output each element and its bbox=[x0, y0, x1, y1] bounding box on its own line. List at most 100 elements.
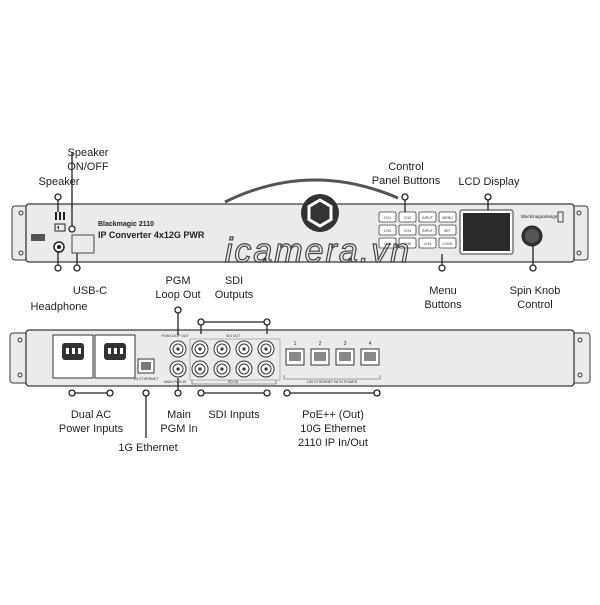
poe-ports: 1 2 3 4 bbox=[285, 341, 380, 366]
sdi-output-connector[interactable] bbox=[191, 340, 209, 358]
poe-port-number: 4 bbox=[369, 341, 372, 347]
sdi-out-caption: SDI OUT bbox=[226, 334, 241, 338]
callout-marker-speaker-onoff bbox=[68, 225, 76, 233]
callout-marker-speaker bbox=[54, 193, 62, 201]
panel-button[interactable]: CH3 bbox=[378, 224, 397, 236]
sdi-output-connector[interactable] bbox=[169, 340, 187, 358]
hexagon-logo-mark bbox=[307, 198, 333, 228]
callout-marker-poe-right bbox=[373, 389, 381, 397]
callout-marker-sdi-outputs-left bbox=[197, 318, 205, 326]
panel-button[interactable]: CH5 bbox=[378, 237, 397, 249]
sdi-output-connector[interactable] bbox=[213, 340, 231, 358]
pgm-out-caption: PGM LOOP OUT bbox=[162, 334, 190, 338]
usb-c-port[interactable] bbox=[71, 234, 95, 254]
speaker-icon bbox=[57, 225, 59, 230]
headphone-jack-center bbox=[57, 245, 61, 249]
brand-text: Blackmagic 2110 bbox=[98, 221, 154, 228]
label-spin-knob-control: Spin Knob Control bbox=[509, 285, 561, 311]
front-left-screw-icon bbox=[18, 250, 24, 256]
label-speaker-onoff: Speaker ON/OFF bbox=[67, 147, 109, 173]
panel-button[interactable]: CH6 bbox=[398, 237, 417, 249]
callout-marker-poe-left bbox=[283, 389, 291, 397]
poe-port-number: 2 bbox=[319, 341, 322, 347]
panel-button[interactable]: LOOK bbox=[438, 237, 457, 249]
model-text: IP Converter 4x12G PWR bbox=[98, 230, 205, 240]
panel-button[interactable]: INPUT bbox=[418, 224, 437, 236]
front-panel: Blackmagic 2110 IP Converter 4x12G PWR C… bbox=[11, 203, 589, 263]
label-control-panel-buttons: Control Panel Buttons bbox=[371, 161, 441, 187]
panel-button[interactable]: CH4 bbox=[398, 224, 417, 236]
speaker-toggle-button[interactable] bbox=[54, 223, 66, 232]
callout-marker-menu-buttons bbox=[438, 264, 446, 272]
smpte-badge bbox=[31, 234, 45, 241]
poe-bracket bbox=[283, 375, 381, 380]
sdi-input-connector[interactable] bbox=[257, 360, 275, 378]
callout-marker-main-pgm-in bbox=[174, 389, 182, 397]
panel-button-label: LOOK bbox=[443, 242, 454, 246]
callout-marker-sdi-outputs-right bbox=[263, 318, 271, 326]
sdi-input-connector[interactable] bbox=[169, 360, 187, 378]
callout-marker-control-buttons bbox=[401, 193, 409, 201]
front-right-screw-icon bbox=[576, 210, 582, 216]
callout-marker-sdi-inputs-right bbox=[263, 389, 271, 397]
panel-button[interactable]: SET bbox=[438, 224, 457, 236]
callout-marker-ethernet bbox=[142, 389, 150, 397]
callout-markers bbox=[54, 152, 537, 438]
rear-screw-icon bbox=[17, 337, 23, 343]
panel-button[interactable]: INPUT bbox=[418, 211, 437, 223]
panel-button[interactable]: CH2 bbox=[398, 211, 417, 223]
poe-port-number: 3 bbox=[344, 341, 347, 347]
poe-port[interactable] bbox=[285, 348, 305, 366]
sdi-input-connector[interactable] bbox=[191, 360, 209, 378]
rear-screw-icon bbox=[17, 372, 23, 378]
callout-marker-spin-knob bbox=[529, 264, 537, 272]
poe-port[interactable] bbox=[335, 348, 355, 366]
poe-port[interactable] bbox=[360, 348, 380, 366]
poe-port-number: 1 bbox=[294, 341, 297, 347]
watermark-text: icamera.vn bbox=[225, 232, 411, 270]
callout-marker-ac-left bbox=[68, 389, 76, 397]
sdi-input-connector[interactable] bbox=[235, 360, 253, 378]
hexagon-logo-icon bbox=[301, 194, 339, 232]
sdi-connectors bbox=[169, 338, 281, 381]
label-lcd-display: LCD Display bbox=[458, 176, 520, 188]
callout-marker-usb-c bbox=[73, 264, 81, 272]
panel-button-label: CH5 bbox=[384, 242, 391, 246]
front-status-indicator bbox=[557, 211, 564, 223]
label-poe-ethernet: PoE++ (Out) 10G Ethernet 2110 IP In/Out bbox=[298, 409, 368, 449]
front-right-screw-icon bbox=[576, 250, 582, 256]
label-sdi-inputs: SDI Inputs bbox=[208, 409, 260, 421]
poe-caption: 10G ETHERNET WITH POWER bbox=[307, 380, 358, 384]
label-menu-buttons: Menu Buttons bbox=[424, 285, 462, 311]
front-chassis bbox=[25, 203, 575, 263]
label-1g-ethernet: 1G Ethernet bbox=[118, 442, 178, 454]
panel-button-label: SET bbox=[444, 229, 452, 233]
spin-knob-inner bbox=[525, 229, 539, 243]
small-brand-logo: Blackmagicdesign bbox=[521, 214, 558, 219]
watermark: icamera.vn bbox=[224, 178, 411, 271]
label-usb-c: USB-C bbox=[72, 285, 108, 297]
panel-button-label: CH6 bbox=[404, 242, 411, 246]
lcd-display bbox=[463, 213, 510, 251]
front-left-screw-icon bbox=[18, 210, 24, 216]
callout-marker-pgm-loop-out bbox=[174, 306, 182, 314]
panel-button[interactable]: CH1 bbox=[378, 211, 397, 223]
panel-button-label: CH4 bbox=[424, 242, 431, 246]
pgm-in-caption: MAIN PGM IN bbox=[164, 380, 187, 384]
poe-port[interactable] bbox=[310, 348, 330, 366]
label-pgm-loop-out: PGM Loop Out bbox=[155, 275, 201, 301]
sdi-output-connector[interactable] bbox=[235, 340, 253, 358]
callout-marker-lcd bbox=[484, 193, 492, 201]
sdi-in-caption: SDI IN bbox=[228, 380, 239, 384]
rear-panel: 1G ETHERNET PGM LOOP OUT SDI OUT MAIN PG… bbox=[9, 329, 591, 387]
panel-button-label: MENU bbox=[442, 216, 453, 220]
panel-button-label: CH3 bbox=[384, 229, 391, 233]
panel-button[interactable]: MENU bbox=[438, 211, 457, 223]
sdi-bracket bbox=[191, 380, 277, 385]
sdi-input-connector[interactable] bbox=[213, 360, 231, 378]
rear-screw-icon bbox=[577, 372, 583, 378]
watermark-arc bbox=[224, 178, 399, 204]
sdi-output-connector[interactable] bbox=[257, 340, 275, 358]
panel-button[interactable]: CH4 bbox=[418, 237, 437, 249]
